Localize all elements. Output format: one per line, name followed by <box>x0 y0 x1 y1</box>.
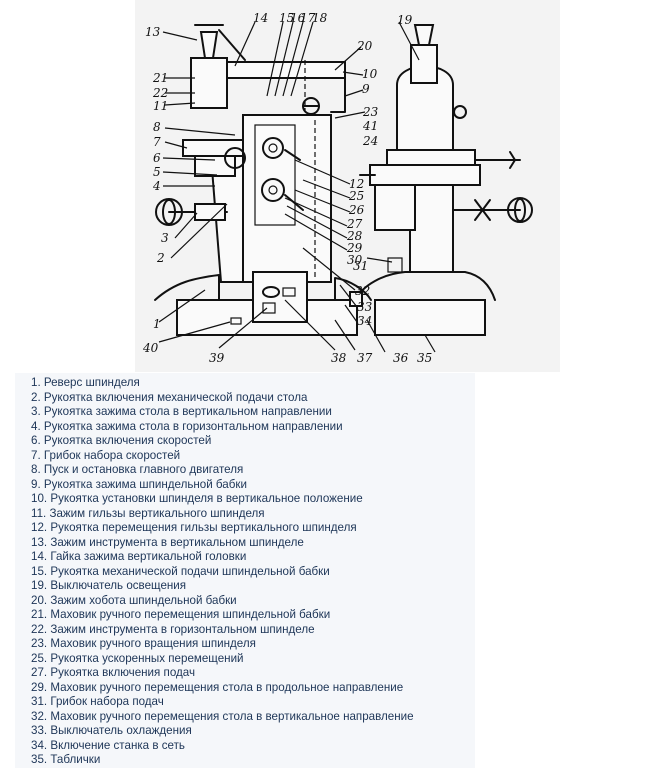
leader-lines <box>158 21 436 353</box>
legend-item: 12. Рукоятка перемещения гильзы вертикал… <box>31 521 357 534</box>
callout-23: 23 <box>362 105 379 119</box>
legend-item: 20. Зажим хобота шпиндельной бабки <box>31 593 237 607</box>
vertical-head <box>190 57 228 109</box>
legend-item: 7. Грибок набора скоростей <box>31 448 181 462</box>
callout-36: 36 <box>393 351 409 365</box>
side-base <box>374 299 486 336</box>
feed-dial <box>261 178 285 202</box>
overarm <box>226 61 346 79</box>
base-panel <box>252 271 308 323</box>
callout-1: 1 <box>153 317 161 331</box>
callout-39: 39 <box>209 351 225 365</box>
callout-2: 2 <box>156 251 165 265</box>
legend-item: 25. Рукоятка ускоренных перемещений <box>31 651 244 665</box>
callout-38: 38 <box>331 351 347 365</box>
callout-27: 27 <box>346 217 363 231</box>
legend-item: 8. Пуск и остановка главного двигателя <box>31 463 244 476</box>
legend-item: 4. Рукоятка зажима стола в горизонтально… <box>31 419 343 433</box>
callout-32: 32 <box>355 284 370 298</box>
callout-11: 11 <box>153 99 168 113</box>
callout-17: 17 <box>300 11 316 25</box>
callout-30: 30 <box>347 253 363 267</box>
legend-item: 14. Гайка зажима вертикальной головки <box>31 550 247 563</box>
callout-9: 9 <box>362 82 370 96</box>
callout-18: 18 <box>312 11 328 25</box>
speed-dial <box>262 137 284 159</box>
callout-21: 21 <box>152 71 168 85</box>
legend-item: 15. Рукоятка механической подачи шпиндел… <box>31 564 330 578</box>
callout-7: 7 <box>153 135 161 149</box>
head-lever <box>218 29 246 61</box>
legend-item: 11. Зажим гильзы вертикального шпинделя <box>31 506 265 520</box>
legend-item: 2. Рукоятка включения механической подач… <box>31 390 308 404</box>
callout-24: 24 <box>362 134 378 148</box>
callout-16: 16 <box>290 11 306 25</box>
callout-6: 6 <box>153 151 161 165</box>
handwheel-column <box>224 147 246 169</box>
legend-item: 31. Грибок набора подач <box>31 695 164 708</box>
callout-31: 31 <box>353 259 368 273</box>
legend-item: 32. Маховик ручного перемещения стола в … <box>31 709 414 723</box>
legend-item: 3. Рукоятка зажима стола в вертикальном … <box>31 405 332 418</box>
callout-28: 28 <box>346 229 363 243</box>
callout-29: 29 <box>346 241 363 255</box>
legend-item: 1. Реверс шпинделя <box>31 376 140 389</box>
spindle-nose <box>199 31 219 59</box>
legend-item: 21. Маховик ручного перемещения шпиндель… <box>31 608 331 621</box>
legend-item: 34. Включение станка в сеть <box>31 738 185 752</box>
legend-item: 35. Таблички <box>31 753 101 766</box>
legend-item: 10. Рукоятка установки шпинделя в вертик… <box>31 492 363 505</box>
callout-19: 19 <box>397 13 413 27</box>
legend-item: 9. Рукоятка зажима шпиндельной бабки <box>31 477 247 491</box>
legend-item: 13. Зажим инструмента в вертикальном шпи… <box>31 535 304 549</box>
legend-item: 23. Маховик ручного вращения шпинделя <box>31 637 256 650</box>
legend-item: 19. Выключатель освещения <box>31 579 187 592</box>
callout-14: 14 <box>253 11 268 25</box>
callout-13: 13 <box>145 25 161 39</box>
callout-10: 10 <box>362 67 378 81</box>
base-left-wedge <box>154 274 220 301</box>
callout-22: 22 <box>152 86 168 100</box>
callout-3: 3 <box>161 231 169 245</box>
base-right-wedge <box>334 277 372 301</box>
callout-37: 37 <box>357 351 373 365</box>
callout-34: 34 <box>357 314 372 328</box>
callout-4: 4 <box>152 179 161 193</box>
callout-33: 33 <box>357 300 373 314</box>
callout-26: 26 <box>348 203 365 217</box>
callout-8: 8 <box>153 120 161 134</box>
overarm-ram <box>242 77 346 113</box>
callout-41: 41 <box>362 119 378 133</box>
legend-item: 6. Рукоятка включения скоростей <box>31 434 212 447</box>
callout-35: 35 <box>417 351 432 365</box>
side-spindle <box>413 24 435 46</box>
legend-item: 29. Маховик ручного перемещения стола в … <box>31 680 404 694</box>
callout-40: 40 <box>142 341 159 355</box>
legend-item: 33. Выключатель охлаждения <box>31 724 192 737</box>
callout-12: 12 <box>349 177 364 191</box>
callout-25: 25 <box>348 189 364 203</box>
callout-15: 15 <box>279 11 294 25</box>
callout-20: 20 <box>356 39 373 53</box>
callout-5: 5 <box>153 165 161 179</box>
legend-item: 27. Рукоятка включения подач <box>31 666 196 679</box>
side-saddle <box>374 184 416 231</box>
legend-item: 22. Зажим инструмента в горизонтальном ш… <box>31 622 315 636</box>
